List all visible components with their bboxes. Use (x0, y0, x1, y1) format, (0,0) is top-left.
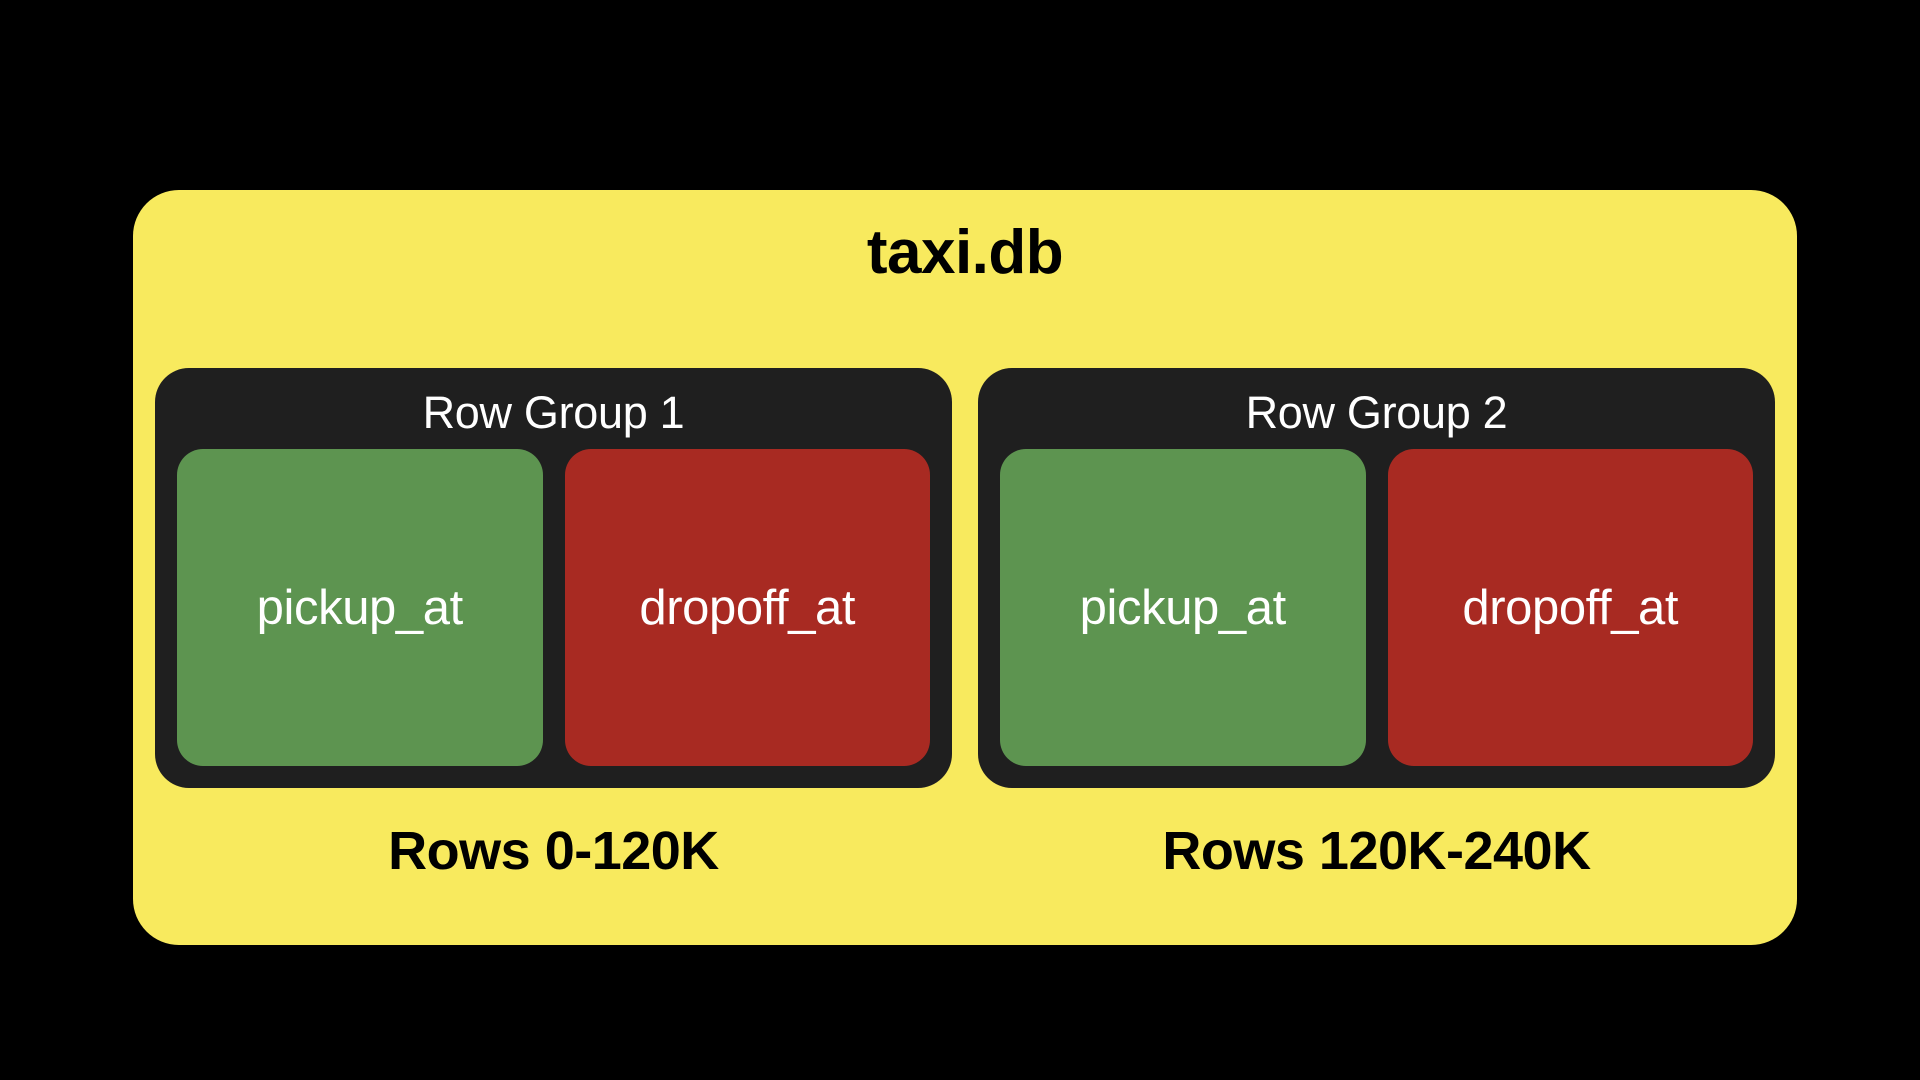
row-group-1-box: Row Group 1 pickup_at dropoff_at (155, 368, 952, 788)
row-group-2-row-range: Rows 120K-240K (1162, 821, 1591, 881)
database-container: taxi.db Row Group 1 pickup_at dropoff_at… (133, 190, 1797, 945)
row-group-2-title: Row Group 2 (1245, 387, 1508, 438)
row-groups-list: Row Group 1 pickup_at dropoff_at Rows 0-… (155, 368, 1775, 920)
row-group-1-columns: pickup_at dropoff_at (155, 449, 952, 788)
row-group-1-column-dropoff-at: dropoff_at (564, 449, 930, 766)
row-group-1: Row Group 1 pickup_at dropoff_at Rows 0-… (155, 368, 952, 920)
row-group-1-row-range: Rows 0-120K (388, 821, 719, 881)
row-group-1-column-pickup-at: pickup_at (177, 449, 543, 766)
row-group-2-columns: pickup_at dropoff_at (978, 449, 1775, 788)
row-group-2-box: Row Group 2 pickup_at dropoff_at (978, 368, 1775, 788)
row-group-2-column-pickup-at: pickup_at (1000, 449, 1366, 766)
row-group-2: Row Group 2 pickup_at dropoff_at Rows 12… (978, 368, 1775, 920)
row-group-2-column-dropoff-at: dropoff_at (1387, 449, 1753, 766)
row-group-1-title: Row Group 1 (422, 387, 685, 438)
database-title: taxi.db (866, 218, 1064, 287)
